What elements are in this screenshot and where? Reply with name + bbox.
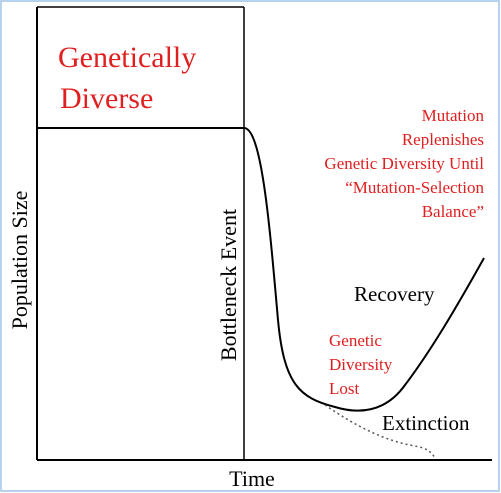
diversity-lost-annotation: Genetic Diversity Lost [329,331,393,398]
extinction-curve [324,404,436,459]
lost-line-3: Lost [329,379,360,398]
title-line-2: Diverse [60,82,153,115]
mutation-line-4: “Mutation-Selection [345,178,484,197]
population-curve [243,127,485,412]
lost-line-1: Genetic [329,331,382,350]
lost-line-2: Diversity [329,355,393,374]
bottleneck-event-label: Bottleneck Event [216,209,241,361]
x-axis-label: Time [229,466,275,491]
mutation-annotation: Mutation Replenishes Genetic Diversity U… [324,106,484,221]
extinction-label: Extinction [382,411,470,435]
mutation-line-1: Mutation [422,106,485,125]
mutation-line-3: Genetic Diversity Until [324,154,484,173]
title-line-1: Genetically [58,41,196,74]
mutation-line-2: Replenishes [402,130,484,149]
mutation-line-5: Balance” [422,202,484,221]
recovery-label: Recovery [354,282,435,306]
y-axis-label: Population Size [7,191,32,330]
